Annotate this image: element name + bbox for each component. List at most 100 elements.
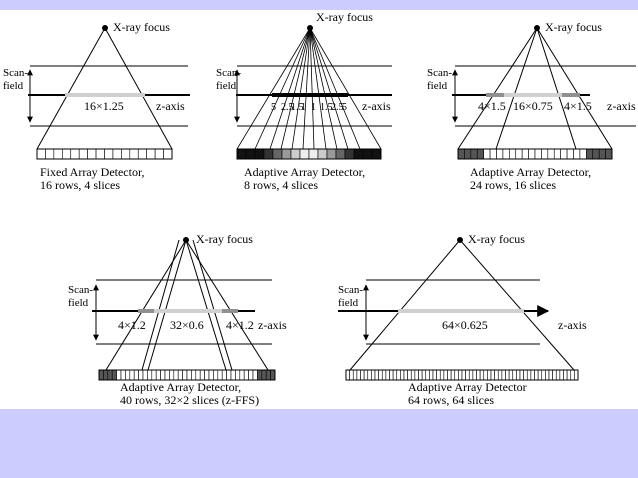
detector-element bbox=[429, 369, 434, 381]
beam-ffs-right bbox=[192, 239, 233, 371]
inner-band bbox=[154, 309, 222, 313]
zaxis-label: z-axis bbox=[607, 99, 636, 113]
row-width-label: 1 bbox=[301, 102, 306, 113]
detector-element bbox=[509, 148, 517, 160]
detector-element bbox=[472, 369, 477, 381]
detector-element bbox=[326, 148, 337, 160]
detector-element bbox=[458, 369, 463, 381]
detector-element bbox=[410, 369, 416, 381]
outer-band-left bbox=[486, 93, 504, 97]
detector-element bbox=[173, 369, 179, 381]
detector-element bbox=[605, 148, 613, 160]
detector-element bbox=[186, 369, 192, 381]
detector-element bbox=[385, 369, 390, 381]
detector-array bbox=[457, 148, 613, 160]
beam-inner-left bbox=[147, 239, 187, 371]
caption-line-2: 8 rows, 4 slices bbox=[244, 178, 318, 192]
detector-element bbox=[265, 369, 271, 381]
detector-element bbox=[574, 369, 579, 381]
detector-element bbox=[559, 369, 564, 381]
detector-element bbox=[547, 148, 555, 160]
detector-element bbox=[177, 369, 183, 381]
caption-line-1: Adaptive Array Detector, bbox=[470, 165, 591, 179]
detector-element bbox=[45, 148, 55, 160]
row-width-label: 5 bbox=[271, 102, 276, 113]
detector-element bbox=[465, 369, 470, 381]
detector-element bbox=[169, 369, 175, 381]
detector-element bbox=[502, 148, 510, 160]
detector-element bbox=[534, 148, 542, 160]
detector-element bbox=[389, 369, 394, 381]
detector-element bbox=[254, 148, 265, 160]
beam-fan bbox=[236, 27, 382, 150]
caption-line-1: Adaptive Array Detector bbox=[408, 380, 527, 394]
detector-element bbox=[586, 148, 594, 160]
field-label: field bbox=[3, 80, 24, 92]
detector-element bbox=[308, 148, 319, 160]
detector-element bbox=[436, 369, 441, 381]
zaxis-label: z-axis bbox=[558, 318, 587, 332]
detector-element bbox=[36, 148, 46, 160]
top-band bbox=[0, 0, 638, 10]
outer-slices-right: 4×1.2 bbox=[226, 318, 254, 332]
outer-band-right bbox=[222, 309, 238, 313]
detector-element bbox=[421, 369, 427, 381]
detector-element bbox=[461, 369, 466, 381]
detector-element bbox=[290, 148, 301, 160]
detector-element bbox=[476, 148, 484, 160]
detector-element bbox=[392, 369, 398, 381]
detector-element bbox=[363, 369, 369, 381]
detector-element bbox=[489, 148, 497, 160]
detector-element bbox=[248, 369, 254, 381]
detector-outline bbox=[36, 148, 173, 160]
beam-ray bbox=[302, 27, 311, 150]
detector-element bbox=[560, 148, 568, 160]
detector-element bbox=[103, 369, 109, 381]
beam-outer-left bbox=[457, 27, 538, 150]
detector-element bbox=[129, 369, 135, 381]
detector-figure: X-ray focus Scan- field 16×1.25 z-axis F… bbox=[3, 10, 636, 407]
detector-element bbox=[407, 369, 412, 381]
detector-element bbox=[519, 369, 524, 381]
detector-element bbox=[221, 369, 227, 381]
detector-element bbox=[53, 148, 63, 160]
detector-element bbox=[528, 148, 536, 160]
detector-element bbox=[425, 369, 430, 381]
detector-element bbox=[147, 369, 153, 381]
detector-element bbox=[454, 369, 459, 381]
detector-element bbox=[261, 369, 267, 381]
detector-element bbox=[566, 148, 574, 160]
detector-element bbox=[138, 369, 144, 381]
detector-element bbox=[191, 369, 197, 381]
detector-element bbox=[516, 369, 521, 381]
beam-ray bbox=[236, 27, 311, 150]
field-label: field bbox=[216, 80, 237, 92]
bottom-band bbox=[0, 409, 638, 478]
collimated-band bbox=[65, 93, 145, 97]
scan-label: Scan- bbox=[68, 284, 93, 296]
caption-line-1: Adaptive Array Detector, bbox=[244, 165, 365, 179]
row-width-label: 1.5 bbox=[320, 102, 333, 113]
detector-element bbox=[104, 148, 114, 160]
detector-element bbox=[541, 148, 549, 160]
detector-element bbox=[62, 148, 72, 160]
detector-element bbox=[545, 369, 550, 381]
detector-element bbox=[146, 148, 156, 160]
beam-left-edge bbox=[36, 27, 106, 150]
detector-array bbox=[236, 148, 382, 160]
outer-slices-left: 4×1.2 bbox=[118, 318, 146, 332]
row-width-label: 5 bbox=[342, 102, 347, 113]
figure-panel: X-ray focus Scan- field 16×1.25 z-axis F… bbox=[0, 10, 638, 409]
detector-element bbox=[121, 148, 131, 160]
beam-ray bbox=[280, 27, 311, 150]
detector-element bbox=[154, 148, 164, 160]
diagram-adaptive-64-row: X-ray focus Scan- field 64×0.625 z-axis … bbox=[338, 232, 587, 407]
detector-element bbox=[537, 369, 543, 381]
beam-outer-right bbox=[185, 239, 269, 371]
detector-element bbox=[548, 369, 553, 381]
beam-ray bbox=[269, 27, 311, 150]
detector-element bbox=[129, 148, 139, 160]
caption-line-2: 64 rows, 64 slices bbox=[408, 393, 494, 407]
detector-element bbox=[213, 369, 219, 381]
